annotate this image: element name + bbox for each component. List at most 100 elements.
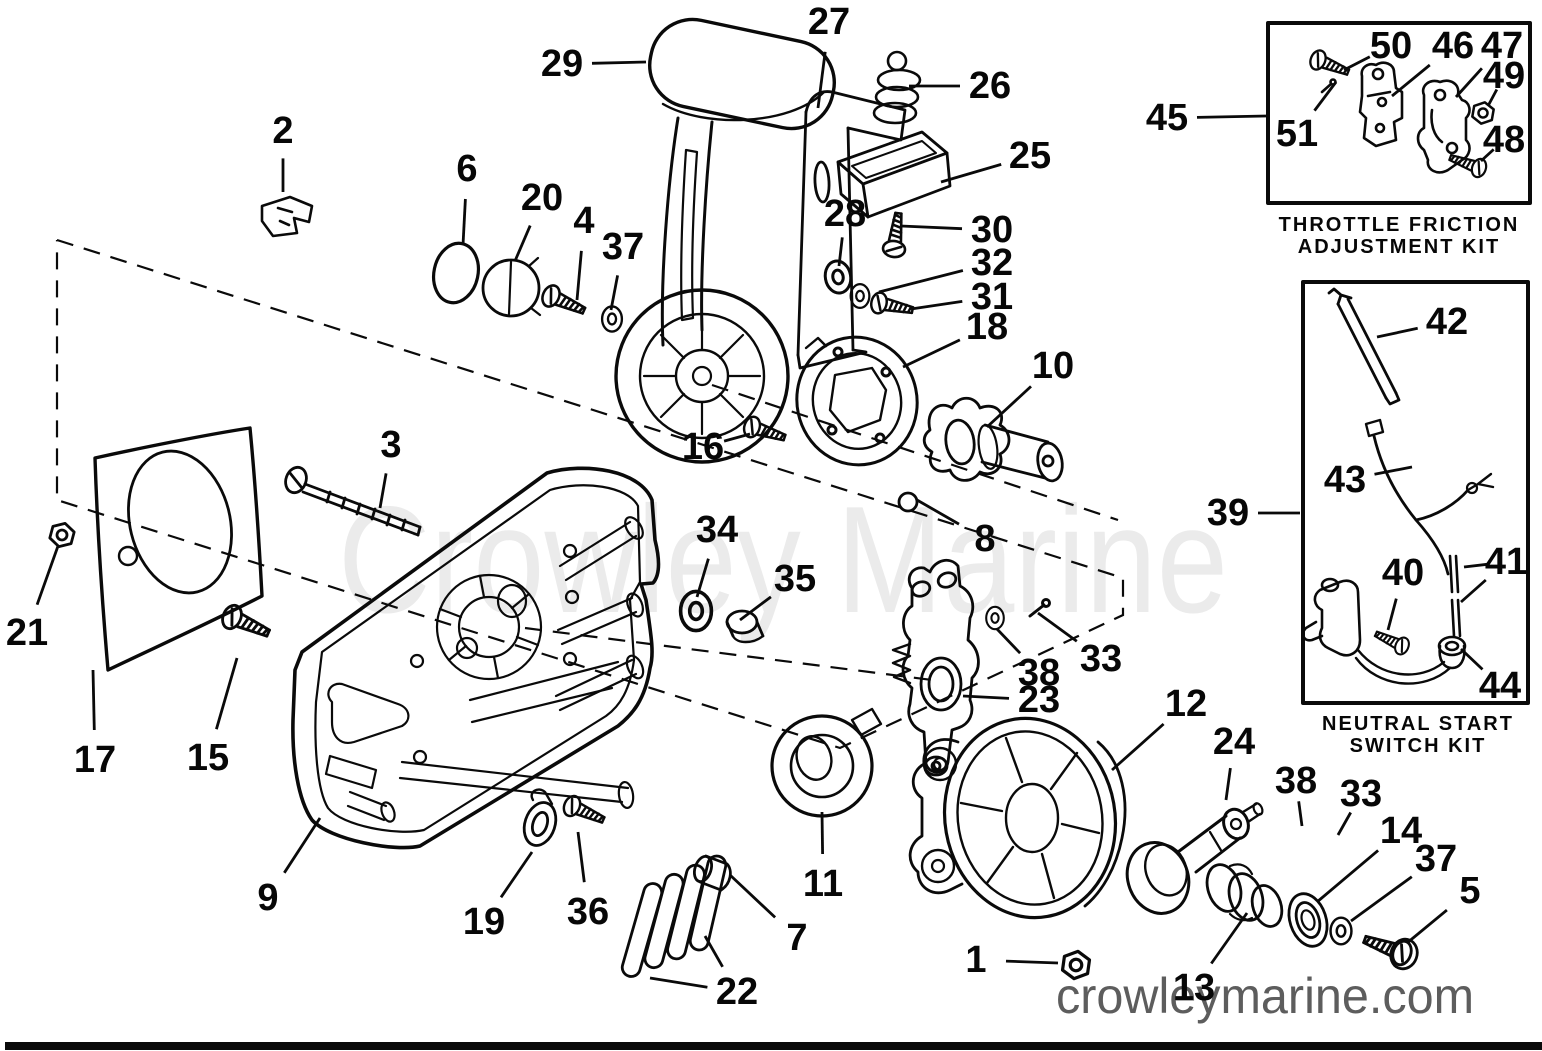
leader-line-part-9	[283, 817, 322, 874]
part-label-36: 36	[567, 891, 609, 933]
leader-line-part-29	[591, 60, 647, 65]
part-label-3: 3	[380, 424, 401, 466]
part-33-pin	[1028, 598, 1051, 618]
leader-line-part-32	[878, 269, 964, 294]
part-label-32: 32	[971, 242, 1013, 284]
part-label-26: 26	[969, 65, 1011, 107]
part-label-23: 23	[1018, 679, 1060, 721]
part-label-15: 15	[187, 737, 229, 779]
leader-line-part-49	[1486, 88, 1499, 107]
part-labels-layer: 1234567891011121314151617181920212223242…	[6, 1, 1527, 1013]
part-label-25: 25	[1009, 135, 1051, 177]
part-23-shift-bracket	[891, 558, 980, 777]
part-label-10: 10	[1032, 345, 1074, 387]
leader-line-part-19	[499, 851, 534, 899]
leader-line-part-24	[1224, 767, 1232, 801]
leader-line-part-10	[986, 385, 1032, 429]
part-19-grommet	[522, 788, 558, 847]
part-18-cam-plate	[795, 335, 919, 467]
part-label-13: 13	[1173, 967, 1215, 1009]
leader-line-part-8	[916, 498, 960, 526]
part-46-bracket	[1358, 61, 1404, 148]
part-label-40: 40	[1382, 552, 1424, 594]
part-35-nut	[725, 609, 765, 644]
leader-line-part-46	[1391, 63, 1431, 98]
leader-line-part-35	[739, 595, 772, 622]
leader-line-part-47	[1454, 67, 1483, 98]
leader-line-part-33	[1336, 811, 1352, 836]
leader-line-part-34	[695, 558, 710, 598]
part-26-spring	[872, 50, 922, 125]
part-10-knob	[922, 396, 1064, 483]
leader-line-part-25	[940, 163, 1002, 184]
leader-line-part-12	[1111, 722, 1165, 772]
part-25-rubber-block	[836, 130, 952, 219]
leader-line-part-31	[910, 300, 963, 311]
part-12-cover-plate	[908, 716, 1127, 920]
part-40-switch	[1301, 577, 1413, 658]
center-watermark: Crowley Marine	[338, 475, 1228, 645]
footer-watermark: crowleymarine.com	[1056, 968, 1474, 1024]
part-label-18: 18	[966, 306, 1008, 348]
part-label-33: 33	[1340, 773, 1382, 815]
part-3-long-screw	[284, 465, 422, 537]
throttle-kit-caption-line2: ADJUSTMENT KIT	[1298, 236, 1500, 258]
throttle-kit-caption-line1: THROTTLE FRICTION	[1279, 214, 1520, 236]
part-42-rod	[1327, 287, 1401, 406]
part-17-gasket	[93, 426, 264, 672]
part-label-20: 20	[521, 177, 563, 219]
part-label-8: 8	[974, 518, 995, 560]
bottom-border-rule	[5, 1042, 1542, 1050]
leader-line-part-37	[609, 275, 619, 311]
leader-line-part-48	[1480, 148, 1495, 163]
leader-line-part-6	[461, 198, 467, 246]
leader-line-part-43	[1374, 465, 1413, 476]
part-9-housing	[291, 466, 661, 850]
part-41-sheath	[1448, 554, 1462, 638]
part-label-46: 46	[1432, 25, 1474, 67]
part-label-47: 47	[1481, 25, 1523, 67]
part-label-42: 42	[1426, 301, 1468, 343]
leader-line-part-37	[1350, 875, 1413, 923]
part-label-33: 33	[1080, 638, 1122, 680]
part-lever-arm	[614, 116, 790, 464]
leader-line-part-1	[1005, 959, 1059, 965]
part-label-43: 43	[1324, 459, 1366, 501]
part-22-reed-stack	[620, 854, 728, 978]
part-44-grommet	[1354, 635, 1467, 685]
leader-line-part-22	[703, 935, 724, 968]
part-43-cable	[1364, 418, 1495, 576]
part-label-27: 27	[808, 1, 850, 43]
part-14-seal	[1287, 892, 1329, 948]
part-label-12: 12	[1165, 683, 1207, 725]
leader-line-part-41	[1460, 578, 1487, 604]
part-label-5: 5	[1459, 870, 1480, 912]
part-label-48: 48	[1483, 119, 1525, 161]
part-label-44: 44	[1479, 665, 1521, 707]
leader-line-part-4	[575, 250, 583, 301]
leader-line-part-15	[215, 657, 239, 730]
leader-line-part-22	[649, 976, 708, 989]
part-label-19: 19	[463, 901, 505, 943]
leader-line-part-45	[1196, 114, 1267, 119]
leader-line-part-7	[729, 873, 777, 919]
part-label-11: 11	[803, 863, 843, 905]
part-label-38: 38	[1275, 760, 1317, 802]
neutral-start-kit-box	[1301, 280, 1530, 705]
leader-line-part-40	[1386, 598, 1398, 631]
part-label-16: 16	[682, 426, 724, 468]
leader-line-part-30	[900, 224, 963, 231]
part-label-2: 2	[272, 110, 293, 152]
part-label-29: 29	[541, 43, 583, 85]
part-7-roller	[692, 854, 732, 892]
leader-line-part-23	[962, 694, 1010, 700]
part-label-21: 21	[6, 612, 48, 654]
part-label-38: 38	[1018, 652, 1060, 694]
part-label-37: 37	[1415, 838, 1457, 880]
leader-line-part-13	[1210, 912, 1249, 965]
part-2-clip	[260, 195, 314, 238]
part-label-39: 39	[1207, 492, 1249, 534]
leader-line-part-51	[1313, 81, 1338, 112]
